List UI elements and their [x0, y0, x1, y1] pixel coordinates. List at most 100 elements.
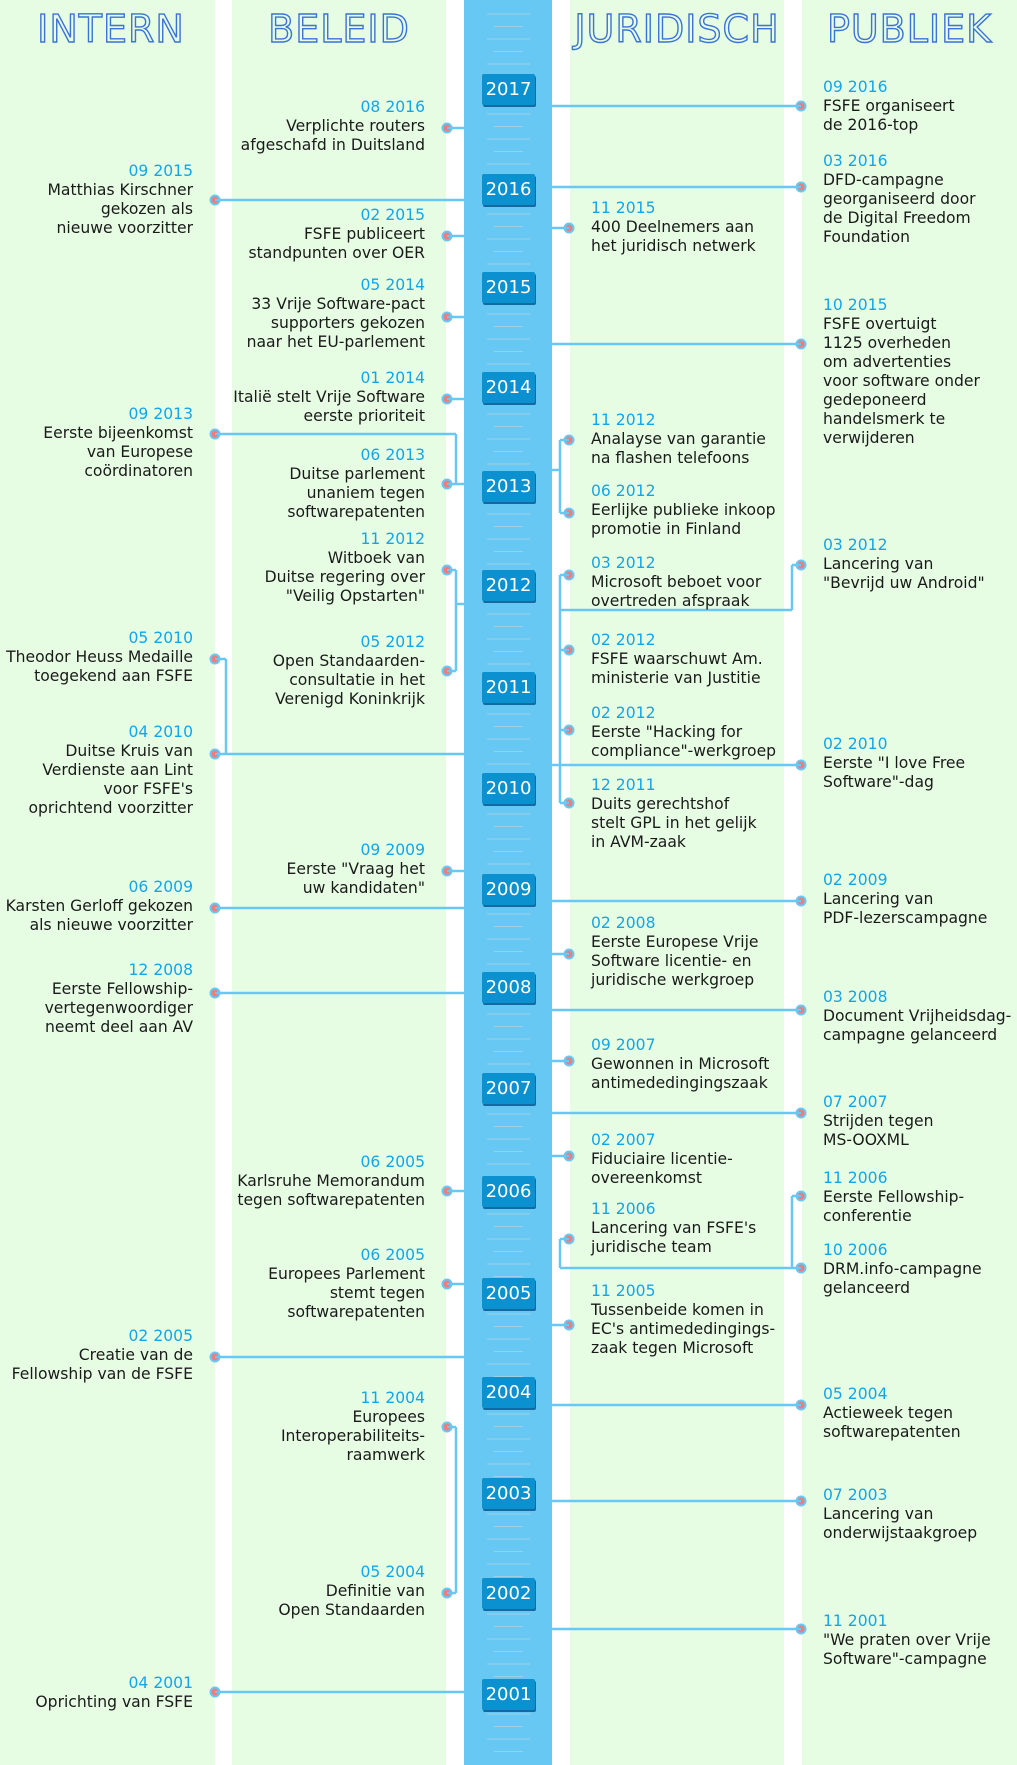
event-description-line: Matthias Kirschner	[47, 181, 193, 199]
event-description-line: promotie in Finland	[591, 520, 742, 538]
event-date: 09 2016	[823, 78, 888, 96]
event-description-line: campagne gelanceerd	[823, 1026, 998, 1044]
event-description-line: conferentie	[823, 1207, 912, 1225]
year-marker-2001: 2001	[482, 1679, 535, 1710]
event-description-line: Software"-dag	[823, 773, 934, 791]
event-date: 02 2008	[591, 914, 656, 932]
event-description-line: antimededingingszaak	[591, 1074, 768, 1092]
event-description: FSFE waarschuwt Am.ministerie van Justit…	[591, 650, 763, 688]
event-description-line: tegen softwarepatenten	[237, 1191, 425, 1209]
event-description-line: softwarepatenten	[287, 503, 425, 521]
event-description-line: Eerste Europese Vrije	[591, 933, 759, 951]
event-description: Eerste Fellowship-conferentie	[823, 1188, 964, 1226]
event-description-line: Creatie van de	[78, 1346, 193, 1364]
event-date: 05 2004	[360, 1563, 425, 1581]
event-description-line: onderwijstaakgroep	[823, 1524, 978, 1542]
column-juridisch-background	[570, 0, 784, 1765]
event-description-line: Italië stelt Vrije Software	[233, 388, 425, 406]
event-date: 09 2015	[128, 162, 193, 180]
event-date: 06 2005	[360, 1153, 425, 1171]
event-description-line: gedeponeerd	[823, 391, 927, 409]
event-description-line: raamwerk	[346, 1446, 425, 1464]
event-description-line: stelt GPL in het gelijk	[591, 814, 757, 832]
event-date: 11 2005	[591, 1282, 656, 1300]
year-marker-2015: 2015	[482, 272, 535, 303]
column-intern-background	[0, 0, 215, 1765]
event-date: 03 2012	[823, 536, 888, 554]
event-description-line: Duits gerechtshof	[591, 795, 730, 813]
event-description-line: DRM.info-campagne	[823, 1260, 982, 1278]
event-description-line: Eerste "Hacking for	[591, 723, 743, 741]
year-marker-2009: 2009	[482, 874, 535, 905]
event-description-line: Eerste Fellowship-	[51, 980, 193, 998]
event-description: Document Vrijheidsdag-campagne gelanceer…	[823, 1007, 1011, 1045]
event-date: 11 2012	[591, 411, 656, 429]
event-date: 09 2013	[128, 405, 193, 423]
event-date: 07 2007	[823, 1093, 888, 1111]
event-description-line: handelsmerk te	[823, 410, 946, 428]
column-title-beleid: BELEID	[267, 6, 410, 51]
event-date: 06 2012	[591, 482, 656, 500]
event-description-line: 400 Deelnemers aan	[591, 218, 754, 236]
event-description-line: FSFE publiceert	[303, 225, 425, 243]
event-date: 11 2001	[823, 1612, 888, 1630]
event-date: 07 2003	[823, 1486, 888, 1504]
event-description: Fiduciaire licentie-overeenkomst	[591, 1150, 733, 1188]
event-description-line: ministerie van Justitie	[591, 669, 761, 687]
event-date: 02 2005	[128, 1327, 193, 1345]
event-description-line: Eerste bijeenkomst	[43, 424, 193, 442]
event-description-line: Foundation	[823, 228, 911, 246]
event-description-line: Interoperabiliteits-	[280, 1427, 425, 1445]
event-description-line: eerste prioriteit	[303, 407, 425, 425]
event-date: 02 2009	[823, 871, 888, 889]
event-date: 09 2007	[591, 1036, 656, 1054]
event-date: 10 2006	[823, 1241, 888, 1259]
event-description-line: juridische werkgroep	[591, 971, 755, 989]
year-marker-2014: 2014	[482, 372, 535, 403]
event-date: 03 2008	[823, 988, 888, 1006]
column-publiek-background	[802, 0, 1017, 1765]
event-description-line: overeenkomst	[591, 1169, 702, 1187]
event-description: Lancering van"Bevrijd uw Android"	[823, 555, 985, 593]
event-description-line: softwarepatenten	[823, 1423, 961, 1441]
column-title-juridisch: JURIDISCH	[574, 6, 780, 51]
event-date: 05 2004	[823, 1385, 888, 1403]
event-description-line: Duitse regering over	[264, 568, 425, 586]
event-date: 08 2016	[360, 98, 425, 116]
event-description-line: voor FSFE's	[103, 780, 193, 798]
